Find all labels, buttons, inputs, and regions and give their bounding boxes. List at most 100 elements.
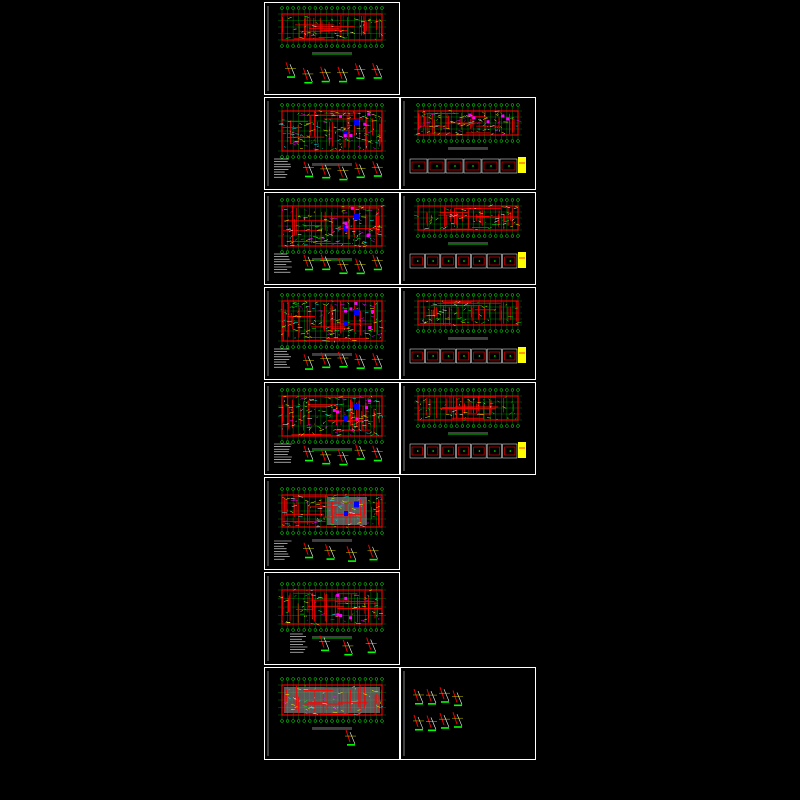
axis-bubble — [421, 198, 426, 202]
rebar-annotation — [457, 397, 460, 401]
drawing-sheet-4[interactable] — [264, 192, 400, 285]
axis-bubble — [477, 424, 481, 428]
rebar-annotation — [287, 524, 291, 527]
rebar-annotation — [338, 411, 342, 413]
drawing-sheet-10[interactable] — [264, 477, 400, 570]
beam-section — [473, 446, 485, 456]
rebar-annotation — [303, 700, 307, 703]
axis-bubble — [352, 155, 356, 159]
axis-bubble — [358, 628, 362, 632]
rebar-annotation — [500, 126, 503, 128]
axis-bubble — [319, 388, 323, 392]
axis-bubble — [297, 719, 301, 723]
column-mark — [348, 616, 352, 620]
axis-bubble — [308, 628, 312, 632]
column-mark — [367, 112, 371, 116]
axis-bubble — [291, 487, 295, 491]
axis-bubble — [352, 6, 356, 10]
axis-bubble — [380, 388, 384, 392]
drawing-sheet-2[interactable] — [264, 97, 400, 190]
rebar-annotation — [304, 25, 307, 28]
axis-bubble — [363, 440, 367, 444]
axis-bubble — [374, 440, 379, 444]
rebar-dot — [416, 355, 419, 357]
column-mark — [370, 310, 374, 314]
rebar-annotation — [344, 493, 347, 496]
axis-bubble — [335, 44, 340, 48]
rebar-annotation — [478, 119, 483, 122]
rebar-annotation — [435, 118, 439, 122]
rebar-annotation — [369, 219, 375, 221]
rebar-annotation — [380, 34, 383, 37]
rebar-annotation — [423, 399, 426, 401]
drawing-sheet-3[interactable] — [400, 97, 536, 190]
axis-bubble — [297, 531, 301, 535]
drawing-sheet-13[interactable] — [400, 667, 536, 760]
rebar-annotation — [494, 129, 498, 131]
rebar-annotation — [332, 309, 336, 312]
rebar-annotation — [347, 124, 353, 126]
axis-bubble — [505, 293, 509, 297]
axis-bubble — [358, 293, 362, 297]
rebar-annotation — [313, 319, 316, 322]
rebar-annotation — [361, 243, 365, 245]
rebar-annotation — [343, 128, 346, 131]
rebar-annotation — [321, 236, 325, 239]
rebar-annotation — [336, 322, 341, 324]
axis-bubble — [416, 139, 420, 143]
axis-bubble — [341, 582, 345, 586]
drawing-sheet-6[interactable] — [264, 287, 400, 380]
beam-section — [501, 161, 516, 171]
section-detail — [342, 353, 348, 367]
axis-bubble — [341, 345, 345, 349]
rebar-annotation — [318, 228, 323, 230]
axis-bubble — [380, 628, 384, 632]
axis-bubble — [285, 719, 290, 723]
axis-bubble — [438, 103, 442, 107]
rebar-annotation — [323, 121, 328, 123]
drawing-sheet-11[interactable] — [264, 572, 400, 665]
rebar-annotation — [297, 709, 299, 712]
drawing-sheet-12[interactable] — [264, 667, 400, 760]
drawing-sheet-8[interactable] — [264, 382, 400, 475]
rebar-annotation — [461, 319, 467, 322]
rebar-annotation — [444, 404, 447, 406]
rebar-annotation — [492, 411, 494, 414]
rebar-annotation — [295, 225, 298, 227]
rebar-annotation — [325, 426, 328, 428]
drawing-sheet-7[interactable] — [400, 287, 536, 380]
rebar-annotation — [314, 409, 316, 411]
rebar-annotation — [418, 408, 422, 412]
axis-bubble — [308, 531, 312, 535]
rebar-annotation — [284, 701, 289, 705]
rebar-dot — [508, 165, 510, 167]
rebar-annotation — [357, 709, 361, 711]
axis-bubble — [499, 234, 503, 238]
axis-bubble — [466, 198, 470, 202]
rebar-annotation — [495, 114, 499, 117]
rebar-annotation — [515, 417, 517, 420]
rebar-annotation — [305, 229, 310, 231]
axis-bubble — [380, 531, 384, 535]
drawing-sheet-5[interactable] — [400, 192, 536, 285]
axis-bubble — [455, 139, 459, 143]
rebar-annotation — [368, 422, 372, 425]
drawing-sheet-1[interactable] — [264, 2, 400, 95]
axis-bubble — [280, 440, 284, 444]
rebar-annotation — [316, 425, 320, 428]
rebar-annotation — [501, 132, 506, 134]
rebar-annotation — [372, 226, 377, 228]
rebar-annotation — [362, 24, 365, 26]
rebar-annotation — [335, 424, 337, 426]
axis-bubble — [313, 6, 317, 10]
rebar-annotation — [360, 505, 363, 508]
axis-bubble — [444, 329, 448, 333]
axis-bubble — [297, 293, 301, 297]
drawing-sheet-9[interactable] — [400, 382, 536, 475]
rebar-annotation — [504, 220, 510, 223]
rebar-annotation — [298, 699, 301, 703]
column-mark — [339, 614, 343, 618]
rebar-annotation — [302, 705, 307, 707]
axis-bubble — [444, 234, 448, 238]
